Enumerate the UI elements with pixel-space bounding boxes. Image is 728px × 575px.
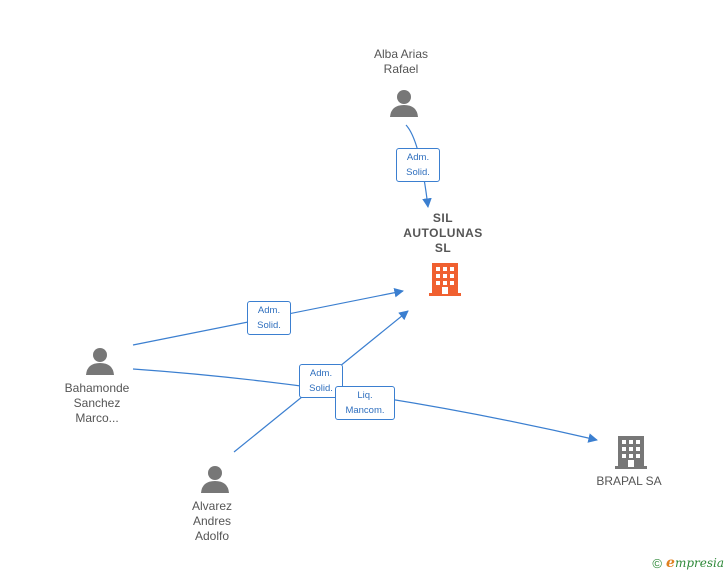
- person-icon[interactable]: [389, 88, 419, 118]
- label-line: Alba Arias: [373, 47, 429, 61]
- building-icon[interactable]: [615, 435, 647, 469]
- label-line: Alvarez: [191, 499, 232, 513]
- label-line: BRAPAL SA: [596, 474, 662, 488]
- edge-label-line: Adm.: [406, 152, 430, 163]
- brand-text: mpresia: [674, 556, 724, 570]
- company-label-brapal[interactable]: BRAPAL SA: [579, 474, 679, 489]
- label-line: Rafael: [383, 62, 419, 76]
- building-icon[interactable]: [429, 262, 461, 296]
- edge-label-line: Solid.: [309, 383, 333, 394]
- edge-label-alba-sil[interactable]: Adm. Solid.: [396, 148, 440, 182]
- edge-label-line: Solid.: [406, 167, 430, 178]
- company-label-sil[interactable]: SIL AUTOLUNAS SL: [383, 211, 503, 256]
- edge-label-line: Solid.: [257, 320, 281, 331]
- copyright-symbol: ©: [652, 555, 663, 571]
- label-line: SL: [434, 241, 452, 255]
- person-label-alvarez[interactable]: Alvarez Andres Adolfo: [162, 499, 262, 544]
- label-line: AUTOLUNAS: [403, 226, 483, 240]
- person-label-bahamonde[interactable]: Bahamonde Sanchez Marco...: [47, 381, 147, 426]
- label-line: Marco...: [75, 411, 119, 425]
- person-icon[interactable]: [85, 346, 115, 376]
- label-line: SIL: [432, 211, 454, 225]
- edge-label-line: Mancom.: [345, 405, 385, 416]
- person-label-alba[interactable]: Alba Arias Rafael: [351, 47, 451, 77]
- brand-letter: e: [666, 555, 675, 571]
- edge-label-bahamonde-sil[interactable]: Adm. Solid.: [247, 301, 291, 335]
- label-line: Andres: [192, 514, 232, 528]
- edge-label-line: Adm.: [257, 305, 281, 316]
- footer-brand: © empresia: [652, 555, 724, 571]
- label-line: Sanchez: [73, 396, 121, 410]
- person-icon[interactable]: [200, 464, 230, 494]
- edge-label-bahamonde-brapal[interactable]: Liq. Mancom.: [335, 386, 395, 420]
- edge-label-line: Adm.: [309, 368, 333, 379]
- edge-label-line: Liq.: [357, 390, 373, 401]
- brand-logo: empresia: [666, 555, 724, 571]
- label-line: Adolfo: [194, 529, 230, 543]
- label-line: Bahamonde: [64, 381, 130, 395]
